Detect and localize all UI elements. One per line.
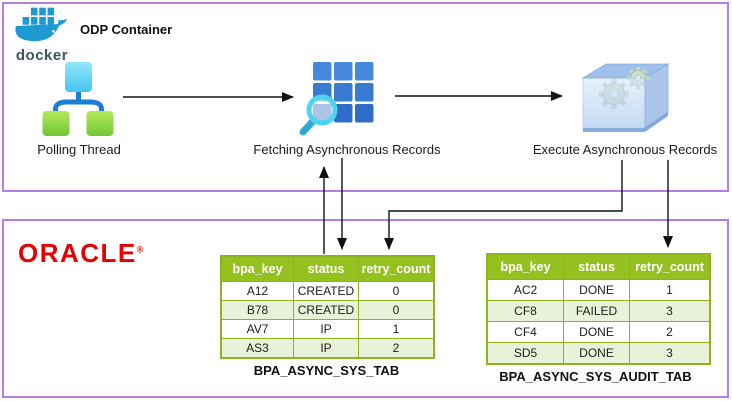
table-cell: B78 (220, 300, 294, 320)
table-cell: DONE (563, 342, 630, 365)
table-cell: DONE (563, 279, 630, 301)
table-cell: FAILED (563, 300, 630, 322)
container-title: ODP Container (80, 22, 173, 37)
oracle-logo: ORACLE® (18, 238, 143, 269)
table-caption: BPA_ASYNC_SYS_AUDIT_TAB (499, 369, 692, 384)
table-cell: 1 (358, 319, 435, 339)
column-header: status (563, 253, 630, 280)
column-header: retry_count (358, 255, 435, 282)
table-caption: BPA_ASYNC_SYS_TAB (253, 363, 400, 378)
column-header: retry_count (629, 253, 711, 280)
table-cell: CF8 (486, 300, 564, 322)
table-magnifier-icon (299, 62, 374, 136)
fetching-records-label: Fetching Asynchronous Records (253, 142, 441, 157)
table-cell: A12 (220, 281, 294, 301)
table-cell: 0 (358, 300, 435, 320)
table-cell: 0 (358, 281, 435, 301)
docker-whale-icon (15, 7, 67, 42)
table-cell: AS3 (220, 338, 294, 359)
table-cell: AC2 (486, 279, 564, 301)
table-cell: CREATED (293, 300, 359, 320)
registered-trademark: ® (136, 244, 144, 255)
table-cell: AV7 (220, 319, 294, 339)
oracle-wordmark: ORACLE (18, 238, 137, 268)
column-header: bpa_key (486, 253, 564, 280)
table-cell: SD5 (486, 342, 564, 365)
table-cell: 3 (629, 342, 711, 365)
table-cell: DONE (563, 321, 630, 343)
table-cell: IP (293, 319, 359, 339)
table-cell: CF4 (486, 321, 564, 343)
column-header: status (293, 255, 359, 282)
table-cell: 1 (629, 279, 711, 301)
table-cell: 2 (358, 338, 435, 359)
table-cell: 3 (629, 300, 711, 322)
org-hierarchy-icon (42, 62, 114, 136)
polling-thread-label: Polling Thread (37, 142, 121, 157)
gears-in-box-icon (581, 63, 670, 132)
table-cell: IP (293, 338, 359, 359)
table-cell: 2 (629, 321, 711, 343)
docker-logo: docker (12, 6, 72, 64)
column-header: bpa_key (220, 255, 294, 282)
execute-records-label: Execute Asynchronous Records (532, 142, 718, 157)
table-cell: CREATED (293, 281, 359, 301)
docker-wordmark: docker (15, 47, 69, 64)
